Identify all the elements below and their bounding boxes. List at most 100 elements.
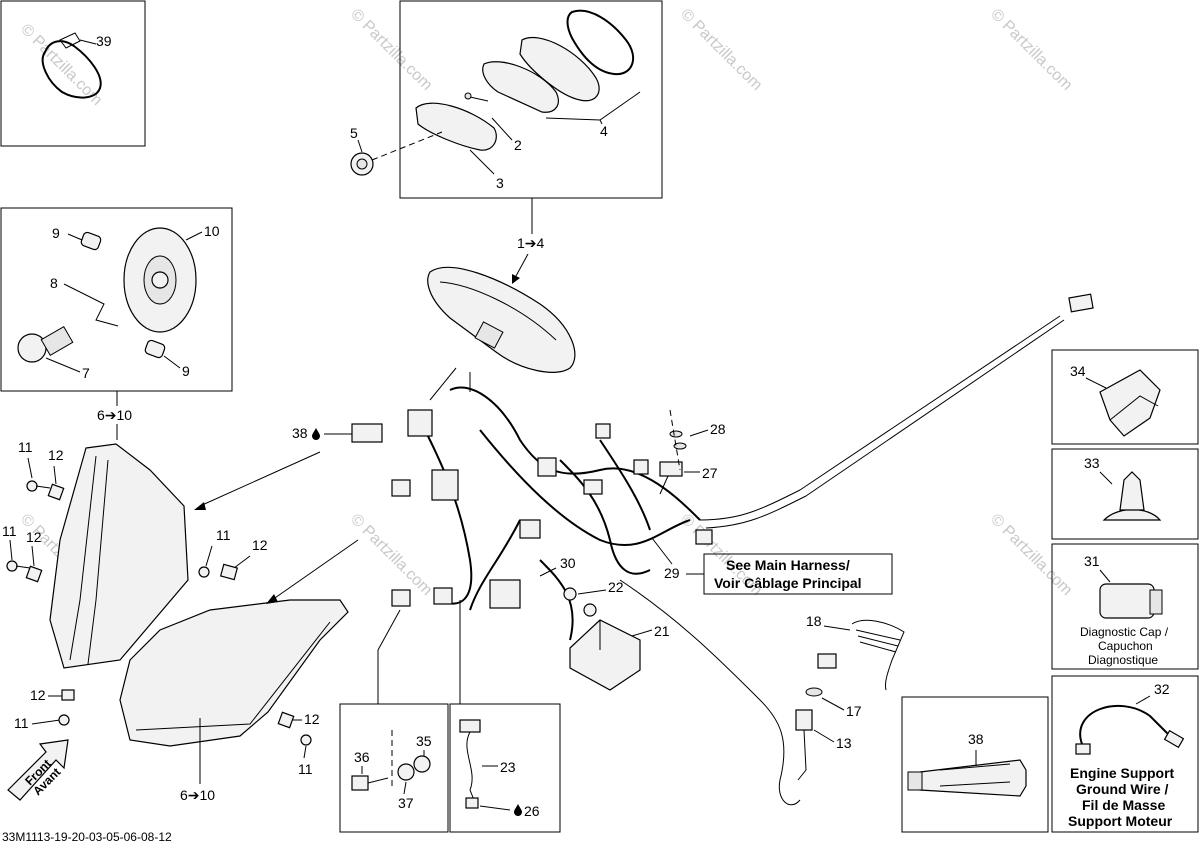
detail-box-32 — [1051, 675, 1199, 833]
push-rivet-part-33[interactable] — [1102, 471, 1162, 521]
callout-11d: 11 — [14, 715, 29, 731]
callout-38b: 38 — [968, 731, 984, 747]
callout-6-to-10b: 6➔10 — [180, 787, 215, 803]
screw-part-11[interactable] — [58, 714, 70, 726]
washer-part-11[interactable] — [198, 566, 210, 578]
watermark: © Partzilla.com — [347, 511, 435, 599]
main-harness-note-line2: Voir Câblage Principal — [714, 575, 862, 591]
strap-part-39[interactable] — [41, 32, 102, 99]
reflector-part-10[interactable] — [123, 227, 197, 333]
callout-12c: 12 — [252, 537, 268, 553]
gauge-housing-part[interactable] — [415, 37, 600, 151]
diag-note-line3: Diagnostique — [1088, 653, 1158, 667]
clip-nut-12[interactable] — [277, 711, 295, 729]
clip-part-8[interactable] — [79, 291, 119, 327]
callout-36: 36 — [354, 749, 370, 765]
socket-part-9b[interactable] — [144, 339, 166, 359]
lead-wire-13[interactable] — [619, 579, 801, 806]
nut-part-35[interactable] — [413, 755, 431, 773]
screw-part-11[interactable] — [300, 734, 312, 746]
callout-27: 27 — [702, 465, 718, 481]
callout-5: 5 — [350, 125, 358, 141]
callout-11c: 11 — [216, 527, 231, 543]
clip-nut-12[interactable] — [61, 689, 75, 701]
callout-39: 39 — [96, 33, 112, 49]
knob-part-5[interactable] — [350, 152, 374, 176]
headlamp-housing-left[interactable] — [49, 443, 189, 669]
washer-part-28[interactable] — [669, 409, 687, 471]
long-wire-lead[interactable] — [695, 293, 1094, 545]
screw-part[interactable] — [464, 92, 489, 102]
bulb-part-7[interactable] — [17, 326, 74, 363]
callout-30: 30 — [560, 555, 576, 571]
callout-4: 4 — [600, 123, 608, 139]
drawing-code: 33M1113-19-20-03-05-06-08-12 — [2, 830, 172, 844]
sensor-part-27[interactable] — [659, 461, 683, 495]
callout-1-to-4: 1➔4 — [517, 235, 545, 251]
detail-box-34 — [1051, 349, 1199, 445]
sensor-wire-part-23[interactable] — [459, 719, 481, 809]
callout-9a: 9 — [52, 225, 60, 241]
oil-drop-icon — [514, 804, 522, 816]
instrument-cluster[interactable] — [427, 266, 576, 373]
clip-nut-12[interactable] — [47, 483, 65, 501]
clip-nut-12[interactable] — [219, 563, 239, 581]
wiring-harness[interactable] — [419, 386, 701, 641]
screw-part-11[interactable] — [26, 480, 51, 492]
nut-part-37[interactable] — [397, 763, 415, 781]
callout-18: 18 — [806, 613, 822, 629]
diag-note-line1: Diagnostic Cap / — [1080, 625, 1169, 639]
connector-part-38[interactable] — [351, 423, 383, 443]
callout-2: 2 — [514, 137, 522, 153]
callout-21: 21 — [654, 623, 670, 639]
clip-part-34[interactable] — [1099, 369, 1161, 437]
detail-box-39 — [0, 0, 146, 147]
screw-part-11[interactable] — [6, 560, 31, 572]
connectors[interactable] — [391, 409, 649, 609]
watermark: © Partzilla.com — [987, 511, 1075, 599]
bolt-part-36[interactable] — [351, 775, 389, 791]
ground-wire-part-32[interactable] — [1075, 704, 1185, 755]
watermark: © Partzilla.com — [987, 6, 1075, 94]
watermark: © Partzilla.com — [347, 6, 435, 94]
callout-12a: 12 — [48, 447, 64, 463]
gasket-part-4[interactable] — [566, 9, 635, 76]
callout-26: 26 — [524, 803, 540, 819]
washer-part-17[interactable] — [805, 687, 823, 697]
watermark: © Partzilla.com — [677, 6, 765, 94]
callout-10: 10 — [204, 223, 220, 239]
callout-22: 22 — [608, 579, 624, 595]
detail-box-33 — [1051, 448, 1199, 540]
clip-nut-12[interactable] — [25, 565, 43, 583]
detail-box-23-26 — [449, 703, 561, 833]
callout-17: 17 — [846, 703, 862, 719]
callout-29: 29 — [664, 565, 680, 581]
ground-note-line4: Support Moteur — [1068, 813, 1173, 829]
tether-cord-18[interactable] — [817, 619, 905, 691]
oil-drop-icon — [312, 428, 320, 440]
socket-part-9a[interactable] — [80, 231, 102, 251]
headlamp-lens-right[interactable] — [119, 599, 349, 747]
callout-11e: 11 — [298, 761, 313, 777]
grease-tube-part-38[interactable] — [907, 759, 1027, 797]
callout-12b: 12 — [26, 529, 42, 545]
main-harness-note-line1: See Main Harness/ — [726, 557, 850, 573]
callout-13: 13 — [836, 735, 852, 751]
detail-box-35-37 — [339, 703, 449, 833]
switch-part-13[interactable] — [795, 709, 813, 781]
ground-note-line1: Engine Support — [1070, 765, 1175, 781]
nut-part-22[interactable] — [563, 587, 597, 617]
callout-11a: 11 — [18, 439, 33, 455]
ground-note-line3: Fil de Masse — [1082, 797, 1165, 813]
diagnostic-cap-part-31[interactable] — [1099, 583, 1163, 619]
callout-33: 33 — [1084, 455, 1100, 471]
relay-part-21[interactable] — [569, 619, 641, 691]
callout-31: 31 — [1084, 553, 1100, 569]
callout-11b: 11 — [2, 523, 17, 539]
main-harness-note-box — [703, 553, 893, 595]
diag-note-line2: Capuchon — [1098, 639, 1153, 653]
ground-note-line2: Ground Wire / — [1076, 781, 1169, 797]
callout-34: 34 — [1070, 363, 1086, 379]
callout-28: 28 — [710, 421, 726, 437]
